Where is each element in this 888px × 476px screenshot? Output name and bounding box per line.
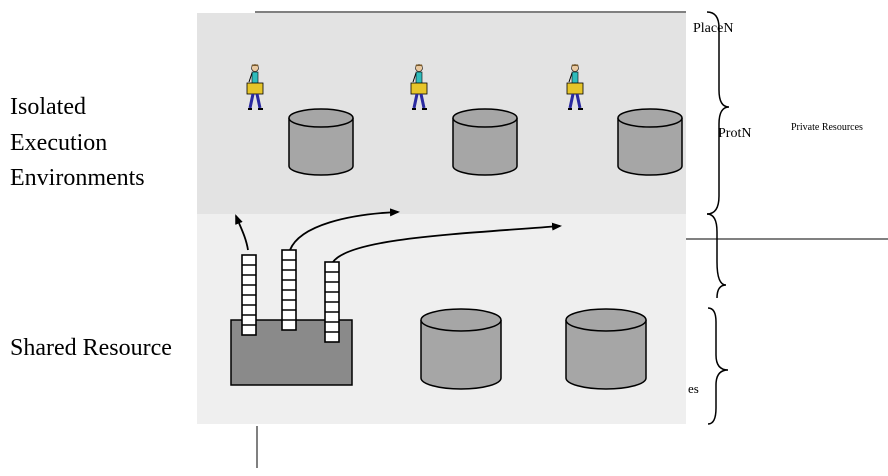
- arrow-to-env-2: [289, 208, 400, 251]
- isolated-panel: [197, 13, 686, 214]
- private-cylinder-icon-3: [617, 108, 683, 176]
- arrow-to-env-3: [332, 222, 562, 263]
- protn-label: ProtN: [718, 126, 752, 141]
- private-cylinder-icon-1: [288, 108, 354, 176]
- shared-resources-label-fragment: es: [688, 381, 699, 396]
- isolated-label-line1: Isolated: [10, 94, 86, 120]
- placen-label: PlaceN: [693, 21, 734, 36]
- shared-resource-label: Shared Resource: [10, 335, 172, 361]
- shared-cylinder-icon-2: [565, 308, 647, 390]
- isolated-label-line2: Execution: [10, 130, 108, 156]
- isolated-label-line3: Environments: [10, 165, 145, 191]
- brace-placen: [706, 11, 730, 215]
- private-cylinder-icon-2: [452, 108, 518, 176]
- arrow-to-env-1: [235, 214, 249, 251]
- factory-with-ladders-icon: [230, 249, 353, 386]
- brace-shared-lower: [707, 307, 729, 425]
- brace-shared-upper: [706, 213, 727, 299]
- private-resources-label: Private Resources: [791, 122, 863, 133]
- shared-cylinder-icon-1: [420, 308, 502, 390]
